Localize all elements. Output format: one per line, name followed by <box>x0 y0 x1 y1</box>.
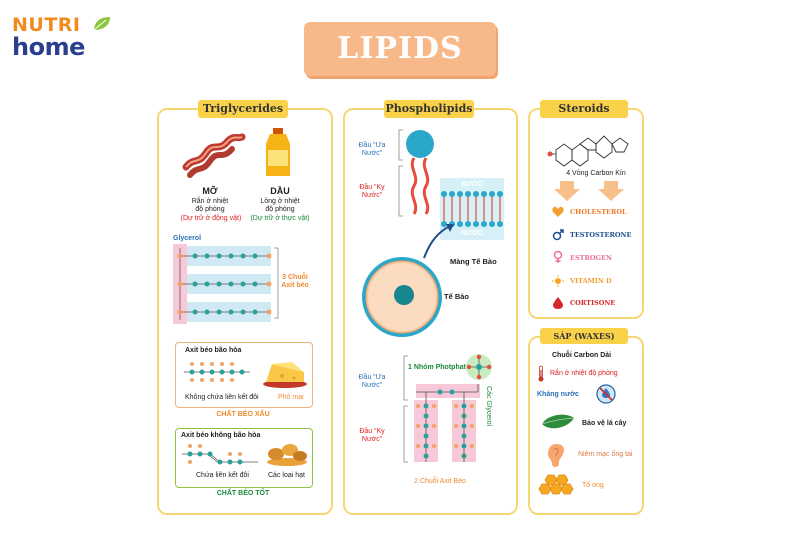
steroid-rings-diagram <box>547 135 629 167</box>
oil-bottle-icon <box>266 128 290 176</box>
membrane-label: Màng Tế Bào <box>450 257 497 266</box>
wax-item-label: Niêm mạc ống tai <box>578 451 633 458</box>
triglyceride-molecule <box>173 244 272 324</box>
water-top-label: NƯỚC <box>461 181 483 188</box>
fat-desc: Rắn ở nhiệt độ phòng <box>191 198 229 213</box>
phospholipid-brackets <box>398 129 403 217</box>
phosphate-label: 1 Nhóm Photphat <box>408 364 466 371</box>
honeycomb-icon <box>538 474 574 495</box>
saturated-desc: Không chứa liên kết đôi <box>185 394 259 401</box>
phospholipid-single <box>406 130 434 215</box>
glycerol-label: Glycerol <box>173 235 202 242</box>
ring-label: 4 Vòng Carbon Kín <box>566 170 626 177</box>
wax-chain-label: Chuỗi Carbon Dài <box>552 352 612 359</box>
cheese-icon <box>263 362 307 388</box>
fat-name: MỠ <box>202 186 218 196</box>
drop-icon <box>553 297 563 309</box>
fat-note: (Dự trữ ở động vật) <box>180 215 242 222</box>
steroid-item-label: VITAMIN D <box>570 277 612 285</box>
sun-icon <box>552 275 564 287</box>
no-water-icon <box>596 384 616 404</box>
phospholipid-head-label: Đầu “Ưa Nước” <box>358 142 386 157</box>
steroid-item-label: TESTOSTERONE <box>570 231 632 239</box>
phospholipids-header: Phospholipids <box>384 100 474 118</box>
zoom-arrow <box>423 224 454 259</box>
unsaturated-example: Các loại hạt <box>268 472 305 479</box>
male-symbol-icon <box>552 229 564 241</box>
wax-water-label: Kháng nước <box>537 391 579 398</box>
wax-item-label: Bảo vệ lá cây <box>582 420 627 427</box>
phospholipid-tail-label-2: Đầu “Kỵ Nước” <box>359 428 385 443</box>
saturated-box <box>175 342 313 408</box>
page-title-box: LIPIDS <box>304 22 496 76</box>
steroids-header: Steroids <box>540 100 628 118</box>
ear-icon <box>548 444 564 468</box>
saturated-example: Phô mai <box>278 394 304 401</box>
logo-nutri: NUTRI <box>12 14 81 36</box>
unsaturated-chain <box>182 444 258 465</box>
oil-name: DẦU <box>270 186 290 196</box>
leaf-logo-icon <box>93 17 110 31</box>
unsaturated-desc: Chứa liên kết đôi <box>196 472 249 479</box>
unsaturated-verdict: CHẤT BÉO TỐT <box>216 490 270 497</box>
wax-item-label: Tổ ong <box>582 482 604 489</box>
wax-solid-label: Rắn ở nhiệt độ phòng <box>550 370 618 377</box>
chains-bracket <box>274 247 279 319</box>
steroid-item-label: CHOLESTEROL <box>570 208 627 216</box>
cell-label: Tế Bào <box>444 292 470 301</box>
steroid-item-label: ESTROGEN <box>570 254 612 262</box>
logo-home: home <box>12 33 85 61</box>
phospholipid-head-label-2: Đầu “Ưa Nước” <box>358 374 386 389</box>
unsaturated-title: Axit béo không bão hòa <box>181 432 261 439</box>
phospholipid-tail-label: Đầu “Kỵ Nước” <box>359 184 385 199</box>
bacon-icon <box>182 133 246 178</box>
steroid-arrows <box>554 181 624 201</box>
oil-desc: Lỏng ở nhiệt độ phòng <box>260 198 300 213</box>
phosphate-group <box>466 354 492 380</box>
oil-note: (Dự trữ ở thực vật) <box>250 215 310 222</box>
triglyceride-chains-label: 3 Chuỗi Axit béo <box>281 274 309 289</box>
saturated-verdict: CHẤT BÉO XẤU <box>216 411 270 418</box>
steroids-panel <box>528 108 644 319</box>
nuts-icon <box>267 444 307 466</box>
saturated-title: Axit béo bão hòa <box>185 347 242 354</box>
female-symbol-icon <box>553 250 563 263</box>
waxes-header: SÁP (WAXES) <box>540 328 628 344</box>
steroid-item-label: CORTISONE <box>570 299 616 307</box>
thermometer-icon <box>538 365 544 382</box>
phospholipid-chains-label: 2 Chuỗi Axit Béo <box>414 478 466 485</box>
heart-icon <box>552 206 564 217</box>
cell-diagram <box>362 257 442 337</box>
triglycerides-header: Triglycerides <box>198 100 288 118</box>
water-bottom-label: NƯỚC <box>461 230 483 237</box>
phospholipid-glycerol-label: Các Glycerol <box>485 386 492 427</box>
saturated-chain <box>184 362 250 382</box>
phospholipid-molecule <box>414 384 480 462</box>
leaf-icon <box>541 414 575 429</box>
phospholipid-brackets-2 <box>403 355 408 463</box>
page-title: LIPIDS <box>337 31 463 66</box>
brand-logo: NUTRI home <box>12 14 112 64</box>
unsaturated-box <box>175 428 313 488</box>
